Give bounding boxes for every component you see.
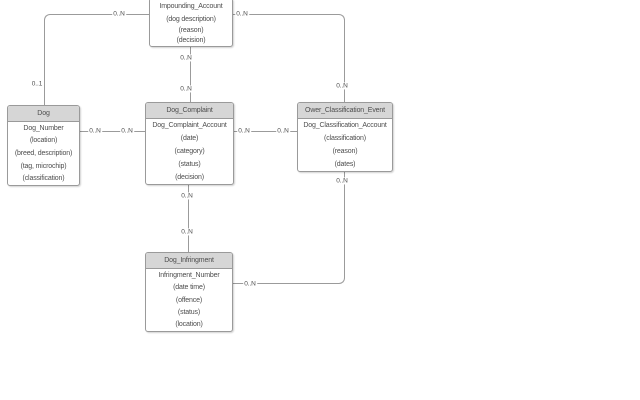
attribute-row: (reason) [332, 148, 358, 155]
cardinality-label: 0..N [180, 192, 194, 200]
attribute-row: (classification) [22, 175, 65, 183]
attribute-row: (location) [29, 137, 58, 145]
cardinality-label: 0..N [276, 127, 290, 135]
attribute-row: (reason) [178, 26, 204, 34]
attribute-row: (date time) [173, 284, 205, 292]
attribute-row: (decision) [175, 174, 204, 181]
attribute-row: (classification) [324, 135, 366, 142]
cardinality-label: 0..N [237, 127, 251, 135]
cardinality-label: 0..N [235, 10, 249, 18]
connector-impounding-dog [44, 14, 149, 105]
entity-dog-infringment: Dog_Infringment Infringment_Number (date… [145, 252, 233, 332]
attribute-row: (breed, description) [14, 149, 73, 157]
entity-dog-title: Dog [8, 106, 79, 122]
entity-dog-infringment-title: Dog_Infringment [146, 253, 232, 269]
cardinality-label: 0..N [335, 177, 349, 185]
cardinality-label: 0..N [120, 127, 134, 135]
attribute-row: (date) [180, 135, 199, 142]
connector-dog-complaint-dog-infringment [188, 185, 189, 252]
entity-impounding-account: Impounding_Account (dog description) (re… [149, 0, 233, 47]
cardinality-label: 0..N [88, 127, 102, 135]
connector-dog-dog-complaint [80, 131, 145, 132]
cardinality-label: 0..N [112, 10, 126, 18]
attribute-row: (dog description) [166, 15, 216, 23]
entity-dog-complaint: Dog_Complaint Dog_Complaint_Account (dat… [145, 102, 234, 185]
attribute-row: (category) [174, 148, 205, 155]
cardinality-label: 0..N [243, 280, 257, 288]
attribute-row: Dog_Classification_Account [303, 122, 387, 129]
attribute-row: (location) [175, 321, 203, 329]
cardinality-label: 0..N [335, 82, 349, 90]
cardinality-label: 0..N [179, 54, 193, 62]
attribute-row: (offence) [175, 296, 203, 304]
attribute-row: (tag, microchip) [20, 162, 67, 170]
entity-impounding-account-title: Impounding_Account [150, 0, 232, 14]
cardinality-label: 0..N [179, 85, 193, 93]
attribute-row: (decision) [176, 37, 206, 45]
attribute-row: Infringment_Number [158, 271, 220, 279]
attribute-row: (status) [178, 161, 201, 168]
connector-impounding-ower-classification [233, 14, 345, 102]
entity-ower-classification-event-title: Ower_Classification_Event [298, 103, 392, 119]
connector-dog-complaint-ower-classification [234, 131, 297, 132]
connector-ower-classification-dog-infringment [233, 172, 345, 284]
cardinality-label: 0..N [180, 228, 194, 236]
entity-dog-complaint-title: Dog_Complaint [146, 103, 233, 119]
cardinality-label: 0..1 [30, 80, 44, 88]
attribute-row: (dates) [334, 161, 356, 168]
attribute-row: Dog_Complaint_Account [152, 122, 227, 129]
attribute-row: Dog_Number [23, 124, 64, 132]
connector-impounding-dog-complaint [190, 47, 191, 102]
entity-dog: Dog Dog_Number (location) (breed, descri… [7, 105, 80, 186]
attribute-row: (status) [177, 308, 201, 316]
entity-ower-classification-event: Ower_Classification_Event Dog_Classifica… [297, 102, 393, 172]
